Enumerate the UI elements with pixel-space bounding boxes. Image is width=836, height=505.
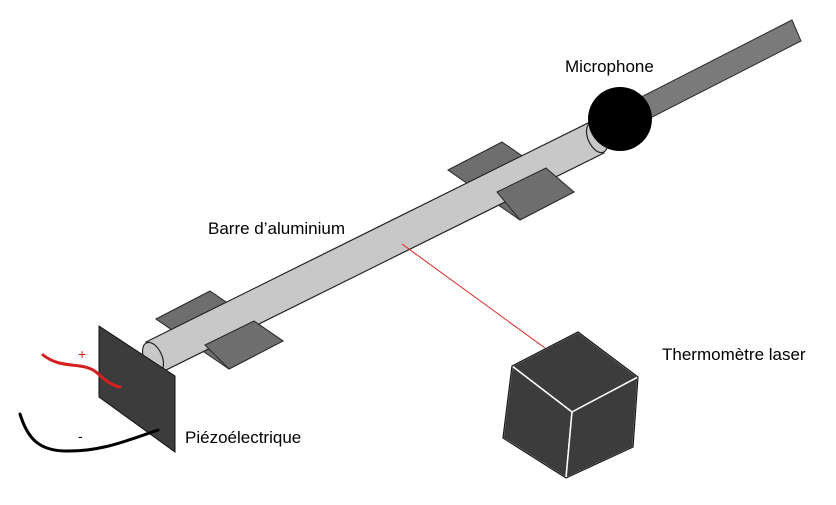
support-pad-right-front (496, 167, 575, 221)
positive-wire (41, 353, 122, 389)
microphone-icon (588, 87, 652, 151)
negative-wire (18, 412, 160, 453)
support-pad-left-front (204, 320, 284, 370)
microphone-label: Microphone (565, 57, 654, 76)
aluminium-bar-label: Barre d’aluminium (208, 219, 345, 238)
cube-outline (502, 331, 639, 479)
positive-sign: + (78, 346, 87, 362)
laser-beam (401, 243, 546, 349)
aluminium-bar (145, 121, 605, 374)
thermometer-cube-icon (502, 331, 640, 480)
thermometer-label: Thermomètre laser (662, 345, 806, 364)
piezo-label: Piézoélectrique (185, 428, 302, 447)
negative-sign: - (78, 428, 83, 444)
